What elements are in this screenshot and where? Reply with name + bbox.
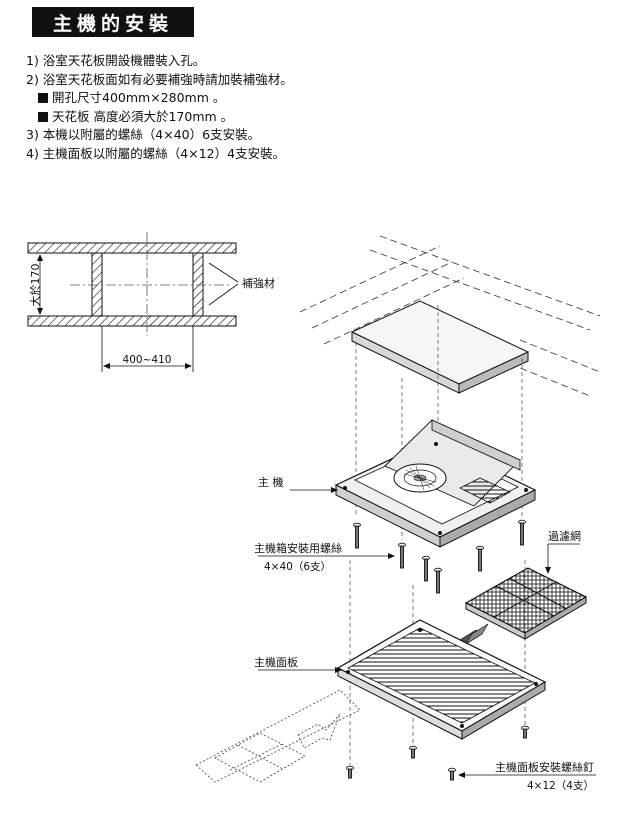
ceiling-cross-section: 大於170 400~410 補強材 xyxy=(27,232,275,372)
box-screw-label: 主機箱安裝用螺絲 xyxy=(254,541,342,555)
step-1: 1) 浴室天花板開設機體裝入孔。 xyxy=(26,53,206,68)
front-panel xyxy=(336,619,547,740)
mounting-screws xyxy=(353,519,526,594)
step-2: 2) 浴室天花板面如有必要補強時請加裝補強材。 xyxy=(26,71,293,87)
step-4: 4) 主機面板以附屬的螺絲（4×12）4支安裝。 xyxy=(26,145,286,161)
panel-screw-label: 主機面板安裝螺絲釘 xyxy=(495,760,594,774)
installation-path xyxy=(195,689,361,783)
step-2-note-opening: 開孔尺寸400mm×280mm 。 xyxy=(26,89,293,108)
bullet-square-icon xyxy=(38,93,48,103)
main-unit-label: 主 機 xyxy=(258,475,284,489)
reinforcement-label: 補強材 xyxy=(242,276,275,290)
reinforcement-plate xyxy=(350,300,530,394)
panel-screw-spec: 4×12（4支） xyxy=(527,780,594,792)
height-dimension-label: 大於170 xyxy=(28,264,42,307)
step-2-note-height: 天花板 高度必須大於170mm 。 xyxy=(26,108,293,127)
filter-label: 過濾網 xyxy=(548,529,581,543)
page-title: 主機的安裝 xyxy=(32,7,194,37)
panel-screws xyxy=(346,725,529,781)
bullet-square-icon xyxy=(38,111,48,122)
step-3: 3) 本機以附屬的螺絲（4×40）6支安裝。 xyxy=(26,127,261,142)
main-unit xyxy=(334,419,537,548)
filter-mesh xyxy=(459,567,588,645)
front-panel-label: 主機面板 xyxy=(254,655,298,669)
box-screw-spec: 4×40（6支） xyxy=(264,561,331,573)
instruction-list: 1) 浴室天花板開設機體裝入孔。 2) 浴室天花板面如有必要補強時請加裝補強材。… xyxy=(26,52,293,163)
width-dimension-label: 400~410 xyxy=(123,354,172,366)
